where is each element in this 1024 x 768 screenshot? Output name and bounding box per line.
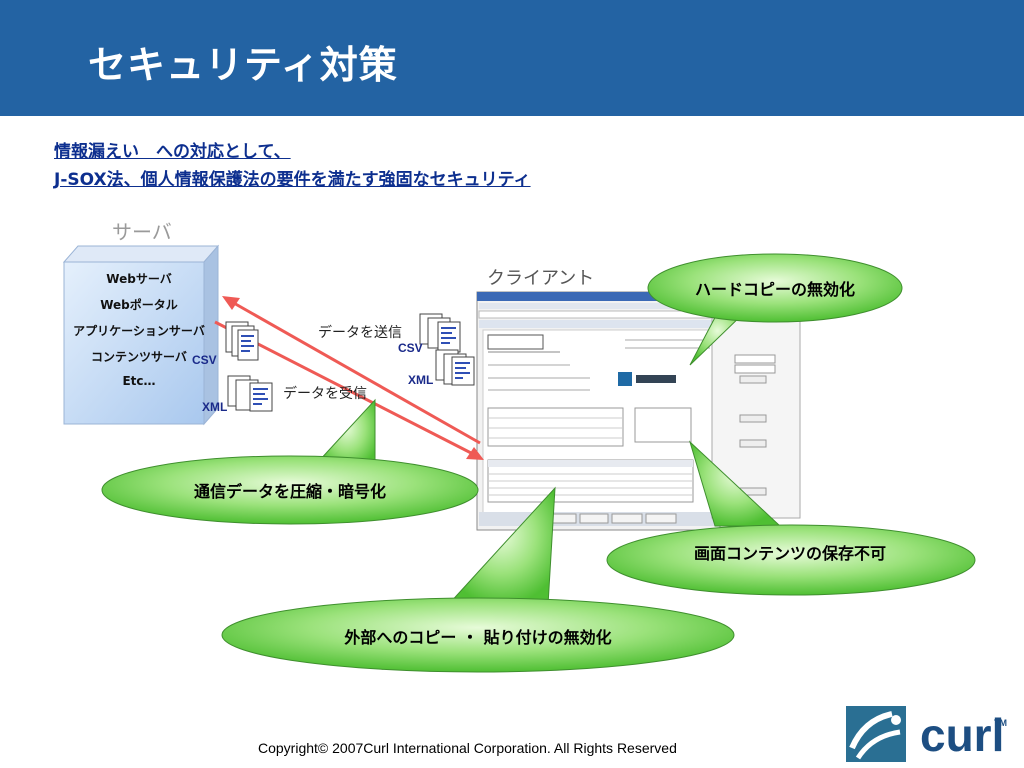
server-label: サーバ [112, 220, 172, 244]
xml-doc-icon-right [435, 349, 475, 386]
copyright: Copyright© 2007Curl International Corpor… [258, 740, 677, 756]
csv-label-left: CSV [192, 353, 217, 367]
xml-doc-icon-left [227, 375, 273, 412]
client-label: クライアント [487, 268, 595, 289]
intro-line-2: J-SOX法、個人情報保護法の要件を満たす強固なセキュリティ [54, 170, 531, 190]
callout-compress [101, 398, 479, 525]
server-item: Webサーバ [106, 272, 172, 286]
server-item: Etc… [122, 374, 156, 388]
csv-doc-icon-left [225, 321, 259, 361]
server-box [62, 244, 220, 426]
slide-title: セキュリティ対策 [88, 43, 398, 87]
client-screenshot [476, 291, 801, 531]
callout-save [606, 440, 976, 596]
server-item: アプリケーションサーバ [73, 324, 205, 338]
curl-logo-mark [846, 706, 906, 762]
curl-logo-text: curl [920, 709, 1005, 761]
intro-line-1: 情報漏えい への対応として、 [54, 142, 291, 162]
callout-hardcopy-text: ハードコピーの無効化 [694, 280, 855, 299]
csv-doc-icon-right [419, 313, 461, 353]
callout-copy-paste [221, 486, 735, 673]
callout-hardcopy [647, 253, 903, 366]
callout-save-text: 画面コンテンツの保存不可 [693, 544, 886, 563]
server-item: コンテンツサーバ [91, 350, 187, 364]
server-item: Webポータル [100, 298, 178, 312]
trademark: TM [994, 718, 1007, 728]
callout-copy-paste-text: 外部へのコピー ・ 貼り付けの無効化 [344, 628, 612, 647]
callout-compress-text: 通信データを圧縮・暗号化 [193, 482, 386, 501]
header-bar [0, 0, 1024, 116]
send-label: データを送信 [318, 325, 402, 341]
csv-label-right: CSV [398, 341, 423, 355]
xml-label-right: XML [408, 373, 434, 387]
receive-label: データを受信 [283, 386, 367, 402]
xml-label-left: XML [202, 400, 228, 414]
